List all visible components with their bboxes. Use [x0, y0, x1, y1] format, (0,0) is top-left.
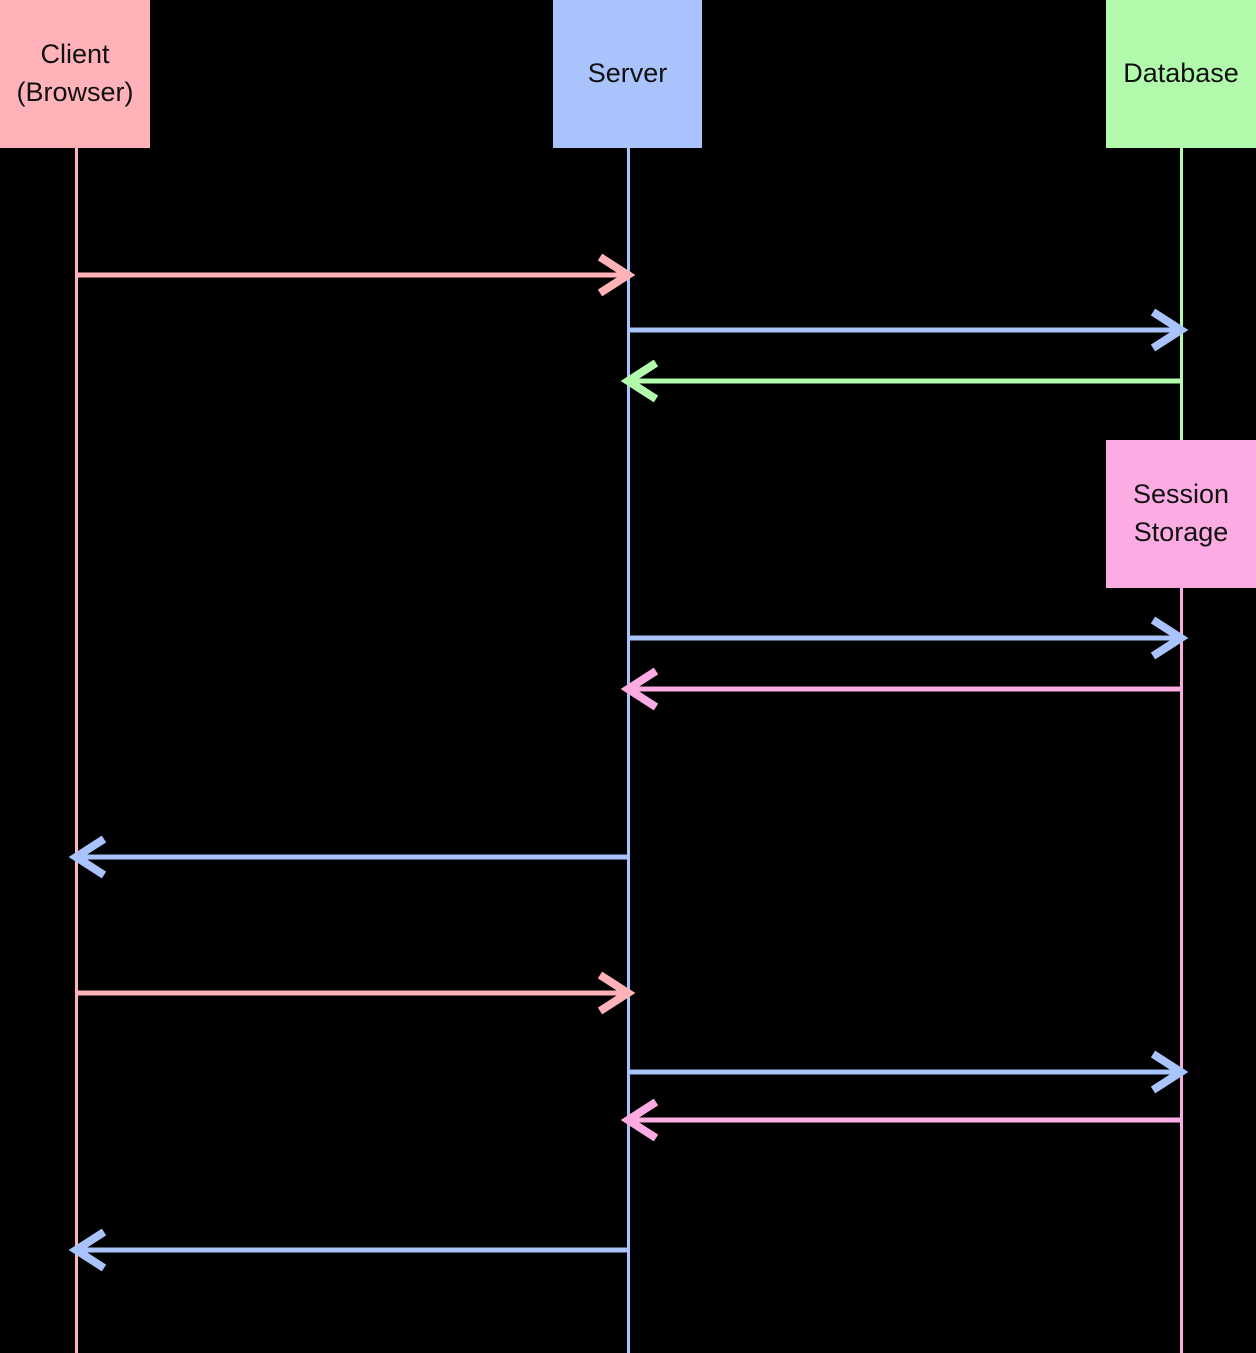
actor-client-browser: Client (Browser) [0, 0, 150, 148]
lifeline-client [74, 148, 78, 1353]
actor-client-browser-label: Client (Browser) [16, 39, 134, 107]
actor-session-storage-label: Session Storage [1132, 479, 1230, 547]
actor-session-storage: Session Storage [1106, 440, 1256, 588]
actor-database-label: Database [1123, 58, 1239, 89]
message-arrow-server-to-session_storage [628, 1050, 1189, 1094]
lifeline-database [1179, 148, 1183, 440]
message-arrow-database-to-server [620, 359, 1181, 403]
message-arrow-server-to-database [628, 308, 1189, 352]
message-arrow-server-to-session_storage [628, 616, 1189, 660]
message-arrow-server-to-client [68, 1228, 628, 1272]
actor-database: Database [1106, 0, 1256, 148]
actor-server-label: Server [587, 58, 668, 89]
lifeline-server [626, 148, 630, 1353]
message-arrow-session_storage-to-server [620, 1098, 1181, 1142]
message-arrow-session_storage-to-server [620, 667, 1181, 711]
lifeline-session_storage [1179, 588, 1183, 1353]
message-arrow-client-to-server [76, 253, 636, 297]
actor-server: Server [553, 0, 702, 148]
message-arrow-client-to-server [76, 971, 636, 1015]
message-arrow-server-to-client [68, 835, 628, 879]
